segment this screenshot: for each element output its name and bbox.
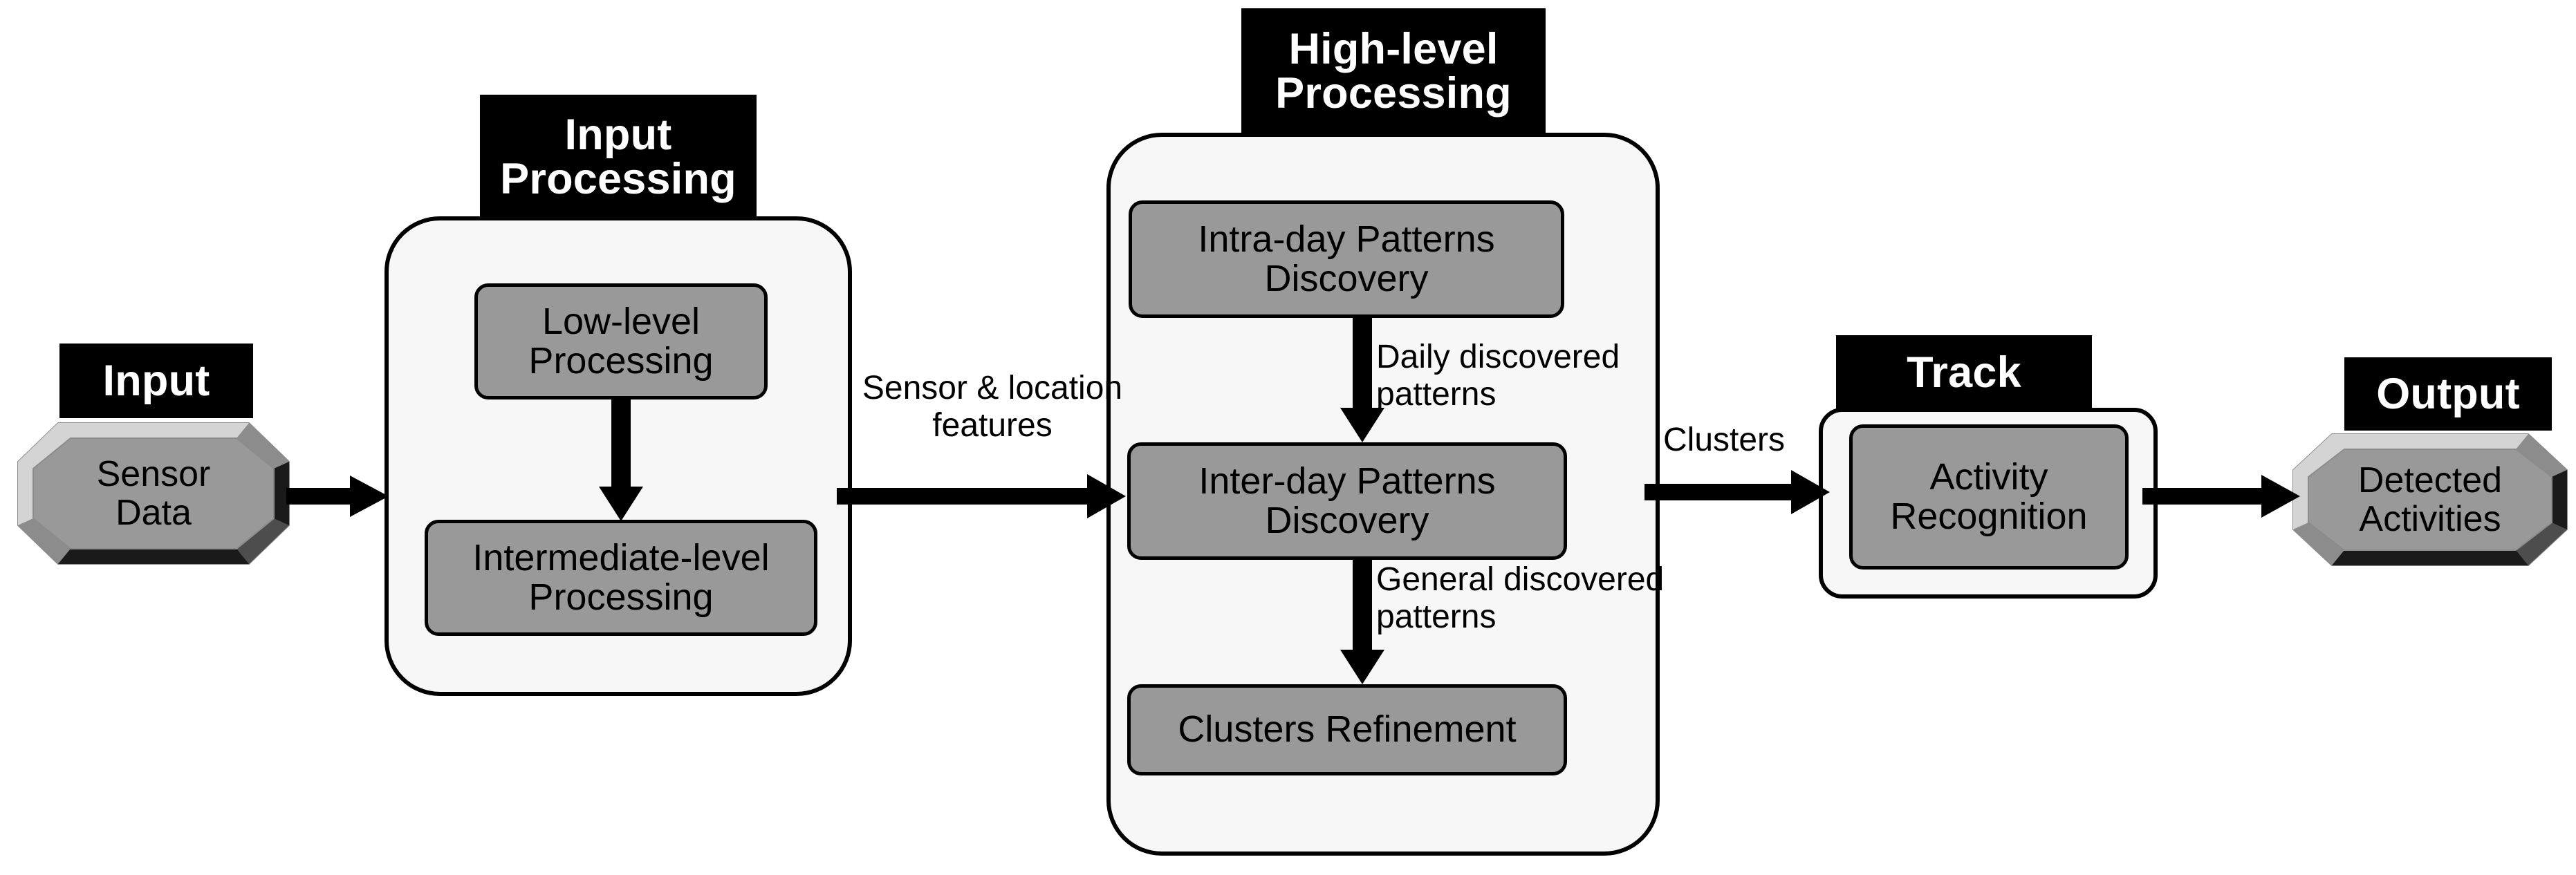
arrow-input-processing-to-high-level — [837, 469, 1127, 524]
arrow-input-to-input-processing — [286, 469, 390, 524]
arrow-inter-day-to-clusters-refinement — [1335, 558, 1390, 686]
arrow-track-to-output — [2142, 469, 2301, 524]
edge-label-clusters: Clusters — [1663, 422, 1786, 458]
arrow-intra-day-to-inter-day — [1335, 317, 1390, 444]
group-header-output: Output — [2344, 357, 2552, 431]
arrow-low-to-intermediate — [593, 398, 649, 523]
group-header-input: Input — [59, 344, 253, 418]
edge-label-general-discovered-patterns: General discovered patterns — [1376, 561, 1665, 635]
process-box-activity-recognition[interactable]: Activity Recognition — [1849, 424, 2129, 570]
group-header-track: Track — [1836, 335, 2092, 410]
process-box-intra-day-patterns-discovery[interactable]: Intra-day Patterns Discovery — [1129, 200, 1564, 318]
edge-label-daily-discovered-patterns: Daily discovered patterns — [1376, 339, 1620, 413]
terminator-detected-activities[interactable]: Detected Activities — [2290, 431, 2570, 568]
group-header-input-processing: Input Processing — [480, 95, 757, 219]
arrow-high-level-to-track — [1644, 464, 1831, 520]
group-header-high-level-processing: High-level Processing — [1241, 8, 1546, 134]
octagon-shape — [2292, 433, 2568, 566]
process-box-inter-day-patterns-discovery[interactable]: Inter-day Patterns Discovery — [1127, 442, 1567, 560]
octagon-shape — [17, 422, 290, 565]
process-box-low-level-processing[interactable]: Low-level Processing — [474, 283, 768, 399]
terminator-sensor-data[interactable]: Sensor Data — [15, 420, 292, 567]
edge-label-sensor-location-features: Sensor & location features — [862, 370, 1123, 444]
process-box-intermediate-level-processing[interactable]: Intermediate-level Processing — [425, 520, 817, 636]
process-box-clusters-refinement[interactable]: Clusters Refinement — [1127, 684, 1567, 775]
